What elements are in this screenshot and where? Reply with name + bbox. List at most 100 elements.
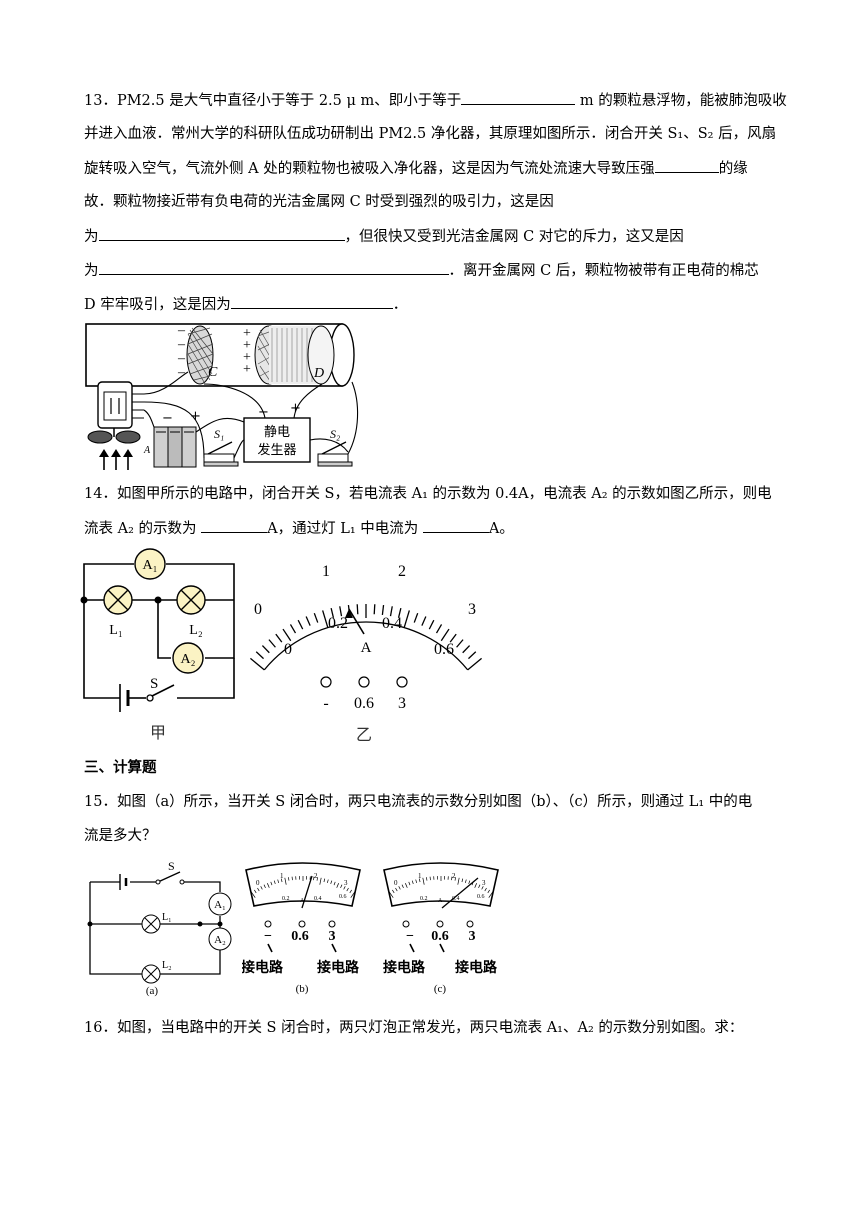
meter-tick bbox=[388, 891, 394, 898]
meter-tick bbox=[484, 887, 487, 892]
switch-contact bbox=[146, 694, 154, 702]
answer-blank[interactable] bbox=[654, 158, 719, 173]
dial-tick bbox=[413, 612, 419, 623]
meter-tick bbox=[267, 883, 270, 888]
meter-tick bbox=[405, 883, 408, 888]
dial-tick bbox=[456, 639, 464, 648]
meter-tick bbox=[464, 879, 467, 884]
terminal-label: 0.6 bbox=[354, 695, 374, 712]
dial-tick bbox=[289, 624, 297, 634]
caption-jia: 甲 bbox=[150, 723, 166, 742]
q13-text: m 的颗粒悬浮物，能被肺泡吸收 bbox=[575, 93, 787, 109]
lamp-cross bbox=[144, 967, 158, 981]
terminal-3[interactable] bbox=[396, 676, 408, 688]
dial-needle bbox=[348, 608, 365, 635]
ammeter-a2 bbox=[208, 927, 232, 951]
terminal-minus[interactable] bbox=[264, 920, 272, 928]
meter-needle bbox=[441, 877, 479, 909]
meter-tick bbox=[457, 877, 460, 885]
terminal-0-6[interactable] bbox=[358, 676, 370, 688]
meter-tick bbox=[333, 881, 336, 886]
caption-yi: 乙 bbox=[356, 725, 372, 744]
dial-tick bbox=[435, 624, 443, 634]
meter-tick bbox=[260, 886, 263, 890]
q14-line-1: 14．如图甲所示的电路中，闭合开关 S，若电流表 A₁ 的示数为 0.4A，电流… bbox=[84, 486, 772, 502]
dial-tick bbox=[449, 633, 457, 643]
terminal-3[interactable] bbox=[466, 920, 474, 928]
terminal-3[interactable] bbox=[328, 920, 336, 928]
ammeter-a2-label: A₂ bbox=[181, 652, 196, 667]
connect-label: 接电路 bbox=[317, 959, 360, 976]
label-c: C bbox=[208, 365, 218, 380]
q13-line-1: 13．PM2.5 是大气中直径小于等于 2.5 μ m、即小于等于 m 的颗粒悬… bbox=[84, 90, 787, 111]
q13-text: 13．PM2.5 是大气中直径小于等于 2.5 μ m、即小于等于 bbox=[84, 93, 462, 109]
arrow-heads bbox=[99, 449, 133, 457]
answer-blank[interactable] bbox=[201, 518, 268, 533]
terminal-minus[interactable] bbox=[320, 676, 332, 688]
junction bbox=[87, 921, 93, 927]
terminal-0-6[interactable] bbox=[298, 920, 306, 928]
meter-tick bbox=[349, 889, 352, 894]
plus-sign: + bbox=[243, 350, 251, 365]
q13-text: 的缘 bbox=[718, 161, 748, 177]
q13-text: ，但很快又受到光洁金属网 C 对它的斥力，这又是因 bbox=[344, 229, 684, 245]
meter-unit: A bbox=[438, 898, 443, 904]
meter-tick bbox=[326, 879, 329, 884]
circuit-a: S L₁ L₂ A₁ A₂ (a) bbox=[87, 859, 232, 997]
meter-top-label: 3 bbox=[344, 879, 348, 887]
answer-blank[interactable] bbox=[230, 294, 393, 309]
meter-ticks bbox=[250, 876, 356, 898]
fan-motor bbox=[97, 381, 133, 429]
q13-line-4: 故．颗粒物接近带有负电荷的光洁金属网 C 时受到强烈的吸引力，这是因 bbox=[84, 194, 554, 210]
battery bbox=[153, 426, 197, 468]
terminal-label: − bbox=[406, 929, 414, 944]
label-s: S bbox=[150, 676, 158, 692]
dial-tick bbox=[305, 616, 311, 626]
meter-needle bbox=[301, 875, 313, 909]
dial-tick bbox=[389, 606, 393, 617]
dial-tick bbox=[440, 628, 450, 642]
dial-tick bbox=[297, 619, 304, 630]
meter-tick bbox=[478, 884, 481, 888]
lamp-l1-label: L₁ bbox=[109, 623, 122, 638]
minus-sign: – bbox=[177, 365, 186, 380]
meter-tick bbox=[340, 884, 343, 888]
q13-line-2: 并进入血液．常州大学的科研队伍成功研制出 PM2.5 净化器，其原理如图所示．闭… bbox=[84, 126, 777, 142]
meter-tick bbox=[254, 889, 257, 894]
answer-blank[interactable] bbox=[98, 226, 345, 241]
meter-bottom-label: 0.4 bbox=[314, 896, 322, 902]
answer-blank[interactable] bbox=[461, 90, 576, 105]
meter-tick bbox=[415, 879, 418, 884]
q13-text: ． bbox=[392, 297, 408, 313]
meter-bottom-label: 0.4 bbox=[452, 896, 460, 902]
answer-blank[interactable] bbox=[98, 260, 449, 275]
terminal-label: − bbox=[264, 929, 272, 944]
answer-blank[interactable] bbox=[422, 518, 489, 533]
terminal-minus[interactable] bbox=[402, 920, 410, 928]
lamp-l2-label: L₂ bbox=[162, 960, 172, 971]
junction bbox=[80, 596, 88, 604]
lamp-l2-label: L₂ bbox=[189, 623, 203, 638]
ammeter-a2-label: A₂ bbox=[214, 934, 226, 946]
q14-text: A，通过灯 L₁ 中电流为 bbox=[267, 521, 423, 537]
label-s: S bbox=[168, 859, 175, 873]
meter-tick bbox=[316, 877, 318, 881]
plus-sign: + bbox=[243, 362, 251, 377]
terminal-0-6[interactable] bbox=[436, 920, 444, 928]
circuit-jia: S A₁ L₁ L₂ A₂ 甲 bbox=[80, 548, 235, 742]
meter-tick bbox=[454, 877, 456, 881]
ammeter-a1 bbox=[208, 892, 232, 916]
q14-line-2: 流表 A₂ 的示数为 A，通过灯 L₁ 中电流为 A。 bbox=[84, 518, 514, 539]
dial-tick bbox=[282, 628, 292, 642]
caption-c: (c) bbox=[434, 983, 447, 995]
meter-tick bbox=[330, 880, 333, 885]
caption-a: (a) bbox=[146, 985, 159, 997]
meter-tick bbox=[481, 886, 484, 890]
ammeter-a1 bbox=[134, 548, 166, 580]
purifier-figure: – – – – + + + + C D A − + S₁ 静电 发生器 − bbox=[85, 323, 359, 470]
section-title: 三、计算题 bbox=[84, 760, 157, 776]
dial-tick bbox=[467, 657, 482, 671]
fan-blade bbox=[87, 430, 113, 444]
meter-top-label: 0 bbox=[256, 879, 260, 887]
meter-top-label: 0 bbox=[394, 879, 398, 887]
